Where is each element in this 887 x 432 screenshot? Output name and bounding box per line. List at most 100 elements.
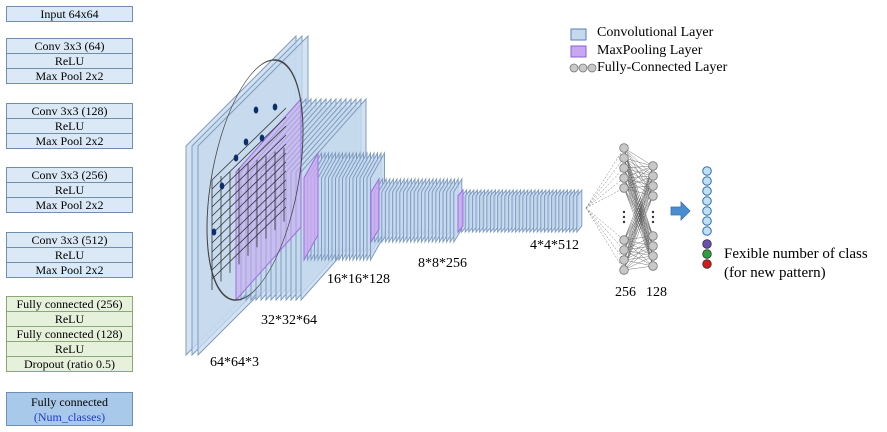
relu-label: ReLU: [6, 311, 133, 327]
wafer-defect: [233, 154, 239, 162]
wafer-defect: [259, 134, 265, 142]
fc-128-node: [648, 231, 658, 241]
legend-fc-node-icon: [587, 63, 597, 73]
fc-256-node: [619, 143, 629, 153]
wafer-defect: [253, 106, 259, 114]
fc-edge: [585, 177, 625, 209]
output-node: [702, 216, 712, 226]
wafer-map-image: [206, 59, 304, 301]
fc-128-node: [648, 261, 658, 271]
fc-256-node: [619, 235, 629, 245]
ellipsis-dot: [651, 215, 655, 219]
class-node-red: [702, 259, 712, 269]
fully-connected-layers: [585, 143, 712, 275]
fc-edge: [585, 147, 625, 209]
wafer-grid-line: [211, 206, 287, 280]
fc-edge: [623, 245, 654, 271]
wafer-defect: [272, 103, 278, 111]
final-fc-label: Fully connected: [31, 395, 108, 409]
class-node-green: [702, 249, 712, 259]
fc-edge: [623, 185, 654, 271]
wafer-defect: [219, 182, 225, 190]
conv-block-3: Conv 3x3 (256) ReLU Max Pool 2x2: [6, 167, 133, 213]
legend-pool: MaxPooling Layer: [597, 43, 703, 58]
pool-label: Max Pool 2x2: [6, 197, 133, 213]
fc-edge: [623, 187, 654, 257]
conv-block-1: Conv 3x3 (64) ReLU Max Pool 2x2: [6, 38, 133, 84]
legend-fc-node-icon: [578, 63, 588, 73]
output-node: [702, 196, 712, 206]
relu-label: ReLU: [6, 53, 133, 69]
fc-edge: [585, 207, 625, 241]
conv-label: Conv 3x3 (256): [6, 167, 133, 183]
pool-label: Max Pool 2x2: [6, 68, 133, 84]
fc-edge: [585, 167, 625, 209]
wafer-grid-line: [211, 161, 287, 235]
pool-slab-128: [303, 151, 319, 262]
dropout-label: Dropout (ratio 0.5): [6, 356, 133, 372]
fc-256-node: [619, 163, 629, 173]
fc-edge: [623, 165, 654, 189]
layer-label-input: 64*64*3: [210, 355, 259, 370]
output-node: [702, 206, 712, 216]
final-fc-box: Fully connected (Num_classes): [6, 392, 133, 426]
fc-128-node: [648, 181, 658, 191]
fc-edge: [623, 175, 654, 271]
wafer-grid-line: [211, 170, 287, 244]
fc-edge: [623, 165, 654, 179]
input-box: Input 64x64: [6, 6, 133, 22]
ellipsis-dot: [651, 220, 655, 224]
legend-conv-icon: [570, 28, 587, 41]
fc-256-node: [619, 183, 629, 193]
layer-label-4: 8*8*256: [418, 256, 467, 271]
wafer-grid-line: [211, 125, 287, 199]
wafer-grid-line: [211, 179, 287, 253]
fc-128-node: [648, 171, 658, 181]
pool-slab-256: [370, 177, 380, 244]
layer-label-3: 16*16*128: [327, 272, 390, 287]
fc-edge: [623, 255, 654, 271]
fc-block: Fully connected (256) ReLU Fully connect…: [6, 296, 133, 372]
fc-128-node: [648, 191, 658, 201]
conv-block-2: Conv 3x3 (128) ReLU Max Pool 2x2: [6, 103, 133, 149]
fc-edge: [623, 187, 654, 237]
fc-edge: [585, 187, 625, 209]
pool-label: Max Pool 2x2: [6, 262, 133, 278]
fc-edge: [623, 265, 654, 271]
fc-256-node: [619, 245, 629, 255]
fc-128-node: [648, 251, 658, 261]
feature-map-stacks: [185, 34, 583, 357]
fc-256-node: [619, 255, 629, 265]
relu-label: ReLU: [6, 118, 133, 134]
layer-label-5: 4*4*512: [530, 238, 579, 253]
fc-edge: [623, 187, 654, 247]
legend-fc: Fully-Connected Layer: [597, 60, 728, 75]
ellipsis-dot: [622, 215, 626, 219]
fc-edge: [585, 157, 625, 209]
input-label: Input 64x64: [6, 6, 133, 22]
conv-label: Conv 3x3 (64): [6, 38, 133, 54]
ellipsis-dot: [622, 210, 626, 214]
output-node: [702, 176, 712, 186]
fc-256-node: [619, 153, 629, 163]
fc-edge: [623, 235, 654, 271]
fc-edge: [623, 165, 654, 251]
arrow-icon: [670, 201, 691, 221]
wafer-grid-line: [211, 152, 287, 226]
legend-fc-node-icon: [569, 63, 579, 73]
pool-slab-512: [457, 188, 464, 234]
legend-pool-icon: [570, 45, 587, 58]
fc-128-node: [648, 241, 658, 251]
final-fc-classes: (Num_classes): [33, 410, 106, 424]
wafer-outline: [206, 59, 304, 301]
output-node: [702, 226, 712, 236]
output-node: [702, 186, 712, 196]
fc-edge: [623, 187, 654, 267]
fc-edge: [623, 195, 654, 271]
conv-slab-512: [576, 188, 583, 234]
wafer-defect: [243, 138, 249, 146]
legend-conv: Convolutional Layer: [597, 25, 714, 40]
fc-edge: [623, 147, 654, 167]
fc-edge: [585, 207, 625, 271]
